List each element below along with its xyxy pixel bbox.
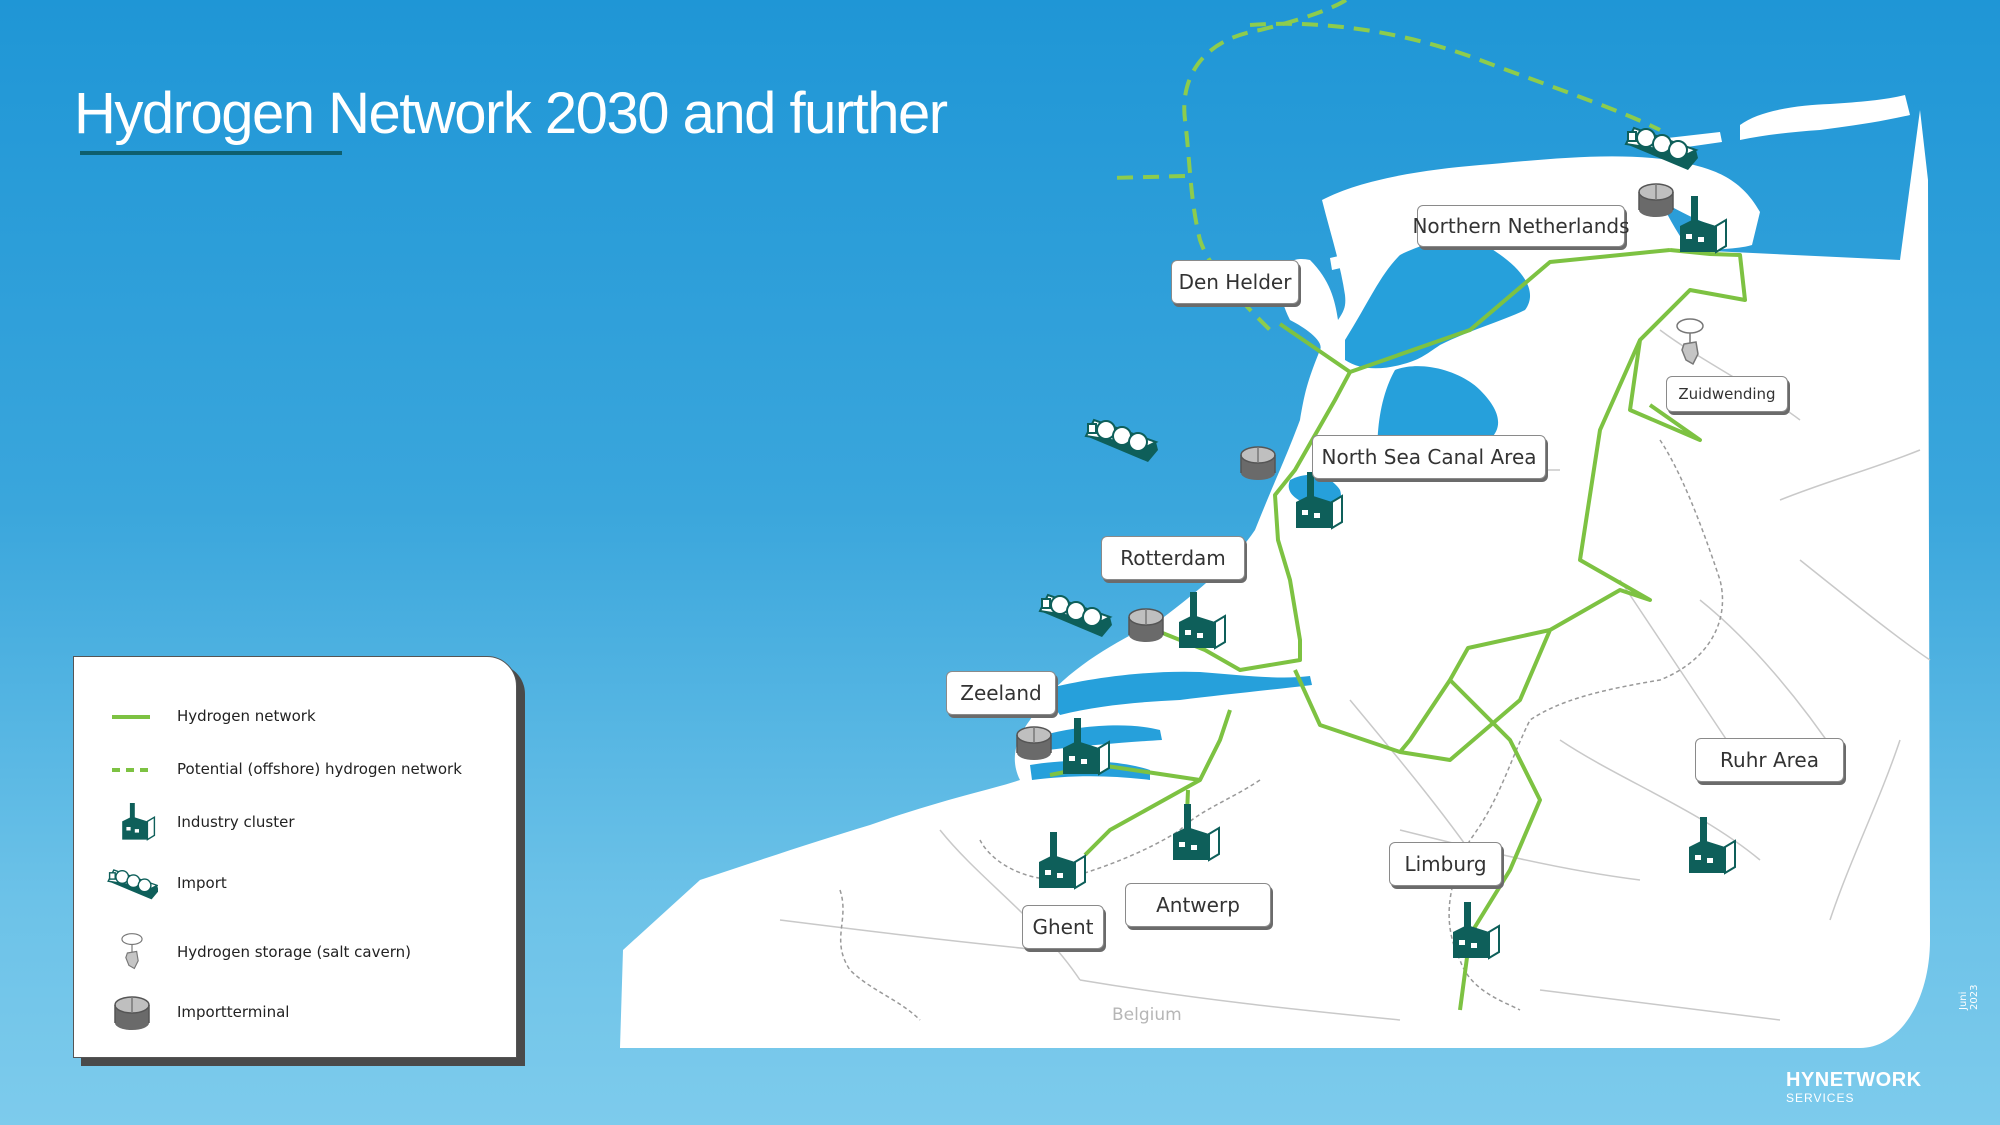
legend-label: Importterminal — [177, 1003, 290, 1021]
label-north-sea-canal-area: North Sea Canal Area — [1312, 435, 1546, 479]
title-underline — [80, 151, 342, 155]
legend-label: Hydrogen network — [177, 707, 316, 725]
legend-row: Importterminal — [74, 993, 514, 1033]
island — [1330, 250, 1367, 270]
tank-icon — [1016, 726, 1052, 761]
tank-icon — [1638, 183, 1674, 218]
lake — [1288, 474, 1341, 507]
page-title: Hydrogen Network 2030 and further — [74, 81, 948, 146]
legend-row: Potential (offshore) hydrogen network — [74, 750, 514, 790]
label-ruhr-area: Ruhr Area — [1695, 738, 1844, 782]
legend-row: Hydrogen network — [74, 697, 514, 737]
island — [1445, 188, 1522, 208]
legend-label: Industry cluster — [177, 813, 295, 831]
legend: Hydrogen network Potential (offshore) hy… — [73, 656, 517, 1058]
legend-row: Import — [74, 864, 514, 904]
label-limburg: Limburg — [1389, 842, 1502, 886]
land-mass — [620, 110, 1930, 1048]
island — [1545, 158, 1618, 180]
label-zuidwending: Zuidwending — [1666, 376, 1788, 412]
dashed-green-line-icon — [112, 768, 150, 772]
country-label-belgium: Belgium — [1112, 1005, 1182, 1025]
tank-icon — [1128, 608, 1164, 643]
salt-cavern-icon — [121, 933, 143, 970]
legend-row: Industry cluster — [74, 803, 514, 843]
tank-icon — [114, 996, 150, 1031]
brand-subtitle: SERVICES — [1786, 1091, 1855, 1105]
legend-label: Import — [177, 874, 227, 892]
label-zeeland: Zeeland — [946, 671, 1056, 715]
label-den-helder: Den Helder — [1171, 260, 1299, 304]
brand-logo: HYNETWORK — [1786, 1069, 1922, 1091]
ship-icon — [107, 869, 158, 901]
tank-icon — [1240, 446, 1276, 481]
date-stamp: Juni 2023 — [1958, 984, 1980, 1010]
factory-icon — [121, 803, 156, 841]
label-northern-netherlands: Northern Netherlands — [1412, 205, 1630, 247]
label-antwerp: Antwerp — [1125, 883, 1271, 927]
lake — [1345, 239, 1531, 369]
legend-label: Potential (offshore) hydrogen network — [177, 760, 462, 778]
island — [1740, 95, 1910, 140]
ship-icon — [1039, 594, 1113, 638]
label-rotterdam: Rotterdam — [1101, 536, 1245, 580]
solid-green-line-icon — [112, 715, 150, 719]
legend-label: Hydrogen storage (salt cavern) — [177, 943, 411, 961]
ship-icon — [1085, 419, 1159, 463]
delta — [1042, 671, 1312, 715]
label-ghent: Ghent — [1022, 905, 1104, 949]
legend-row: Hydrogen storage (salt cavern) — [74, 933, 514, 973]
